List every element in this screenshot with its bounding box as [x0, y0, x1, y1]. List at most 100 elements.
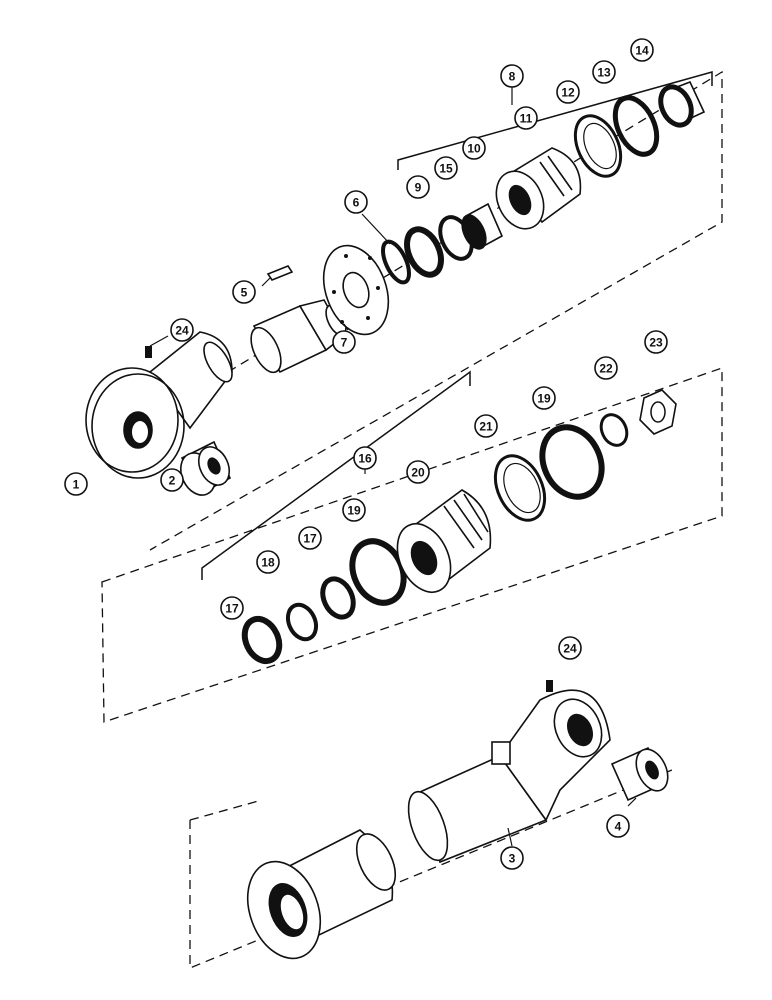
bushing-part-2: [179, 440, 232, 496]
callout-label: 20: [411, 466, 425, 480]
seal-part-17-right: [320, 576, 356, 620]
callout-label: 3: [509, 852, 516, 866]
gland-part-11: [495, 147, 582, 230]
callout-label: 19: [347, 504, 361, 518]
ring-part-12: [573, 114, 623, 178]
cylinder-head-flange: [246, 829, 397, 960]
callout-label: 24: [563, 642, 577, 656]
callout-c13: 13: [592, 60, 616, 84]
piston-part-20: [396, 489, 492, 593]
ring-part-14: [658, 80, 706, 128]
callout-circle: [592, 60, 616, 84]
cylinder-barrel-part-3: [407, 689, 611, 864]
callout-circle: [606, 814, 630, 838]
callout-circle: [353, 446, 377, 470]
callout-c17b: 17: [298, 526, 322, 550]
o-ring-part-13: [612, 95, 660, 157]
o-ring-part-6: [361, 213, 411, 285]
callout-label: 5: [241, 286, 248, 300]
callout-circle: [434, 156, 458, 180]
o-ring-part-18: [285, 602, 319, 642]
callout-label: 18: [261, 556, 275, 570]
callout-circle: [594, 356, 618, 380]
ring-part-19-right: [539, 424, 605, 500]
callout-c12: 12: [556, 80, 580, 104]
assembly-outline-upper: [149, 70, 723, 551]
callout-circle: [644, 330, 668, 354]
bushing-part-4: [610, 746, 669, 807]
callout-c20: 20: [406, 460, 430, 484]
bolt-part-5: [261, 265, 294, 287]
callout-circle: [298, 526, 322, 550]
callout-circle: [500, 64, 524, 88]
callout-label: 19: [537, 392, 551, 406]
callout-circle: [462, 136, 486, 160]
callout-circle: [630, 38, 654, 62]
callout-circle: [332, 330, 356, 354]
callout-c9: 9: [406, 175, 430, 199]
group-bracket-8: [397, 71, 713, 170]
callout-c24a: 24: [170, 318, 194, 342]
callout-c4: 4: [606, 814, 630, 838]
callout-label: 16: [358, 452, 372, 466]
callout-circle: [64, 472, 88, 496]
washer-part-22: [599, 413, 629, 447]
callout-label: 12: [561, 86, 575, 100]
callout-circle: [170, 318, 194, 342]
callout-c22: 22: [594, 356, 618, 380]
callout-label: 21: [479, 420, 493, 434]
grease-fitting-upper: [145, 335, 169, 358]
callout-circle: [556, 80, 580, 104]
callout-circle: [344, 190, 368, 214]
assembly-outline-lower: [189, 769, 673, 969]
callout-label: 22: [599, 362, 613, 376]
callout-c1: 1: [64, 472, 88, 496]
callout-label: 17: [225, 602, 239, 616]
callout-label: 8: [509, 70, 516, 84]
callout-circle: [514, 106, 538, 130]
callout-label: 15: [439, 162, 453, 176]
callout-c23: 23: [644, 330, 668, 354]
seal-part-9: [404, 226, 444, 278]
callout-label: 2: [169, 474, 176, 488]
callout-circle: [220, 596, 244, 620]
callout-c2: 2: [160, 468, 184, 492]
callout-label: 6: [353, 196, 360, 210]
callout-c3: 3: [500, 846, 524, 870]
ring-part-21: [493, 454, 547, 522]
callout-c16: 16: [353, 446, 377, 470]
callout-c19a: 19: [342, 498, 366, 522]
callout-circle: [500, 846, 524, 870]
callout-circle: [558, 636, 582, 660]
callout-c24b: 24: [558, 636, 582, 660]
grease-fitting-lower: [546, 680, 553, 692]
seal-part-17-left: [241, 615, 283, 665]
callout-label: 11: [520, 112, 533, 126]
nut-part-23: [639, 389, 677, 435]
callout-c18: 18: [256, 550, 280, 574]
callout-circle: [232, 280, 256, 304]
callout-c19b: 19: [532, 386, 556, 410]
callout-c11: 11: [514, 106, 538, 130]
callout-circle: [532, 386, 556, 410]
callout-c17a: 17: [220, 596, 244, 620]
callout-circle: [406, 175, 430, 199]
callout-c7: 7: [332, 330, 356, 354]
callout-label: 23: [649, 336, 663, 350]
callout-label: 10: [467, 142, 481, 156]
callout-label: 13: [597, 66, 611, 80]
callout-c15: 15: [434, 156, 458, 180]
callout-label: 14: [635, 44, 649, 58]
rod-eye-part-1: [85, 331, 233, 479]
callout-c8: 8: [500, 64, 524, 88]
callout-label: 7: [341, 336, 348, 350]
callout-c5: 5: [232, 280, 256, 304]
flange-part-7: [322, 244, 390, 336]
callout-c10: 10: [462, 136, 486, 160]
callout-circle: [160, 468, 184, 492]
callout-label: 9: [415, 181, 422, 195]
callout-label: 4: [615, 820, 622, 834]
